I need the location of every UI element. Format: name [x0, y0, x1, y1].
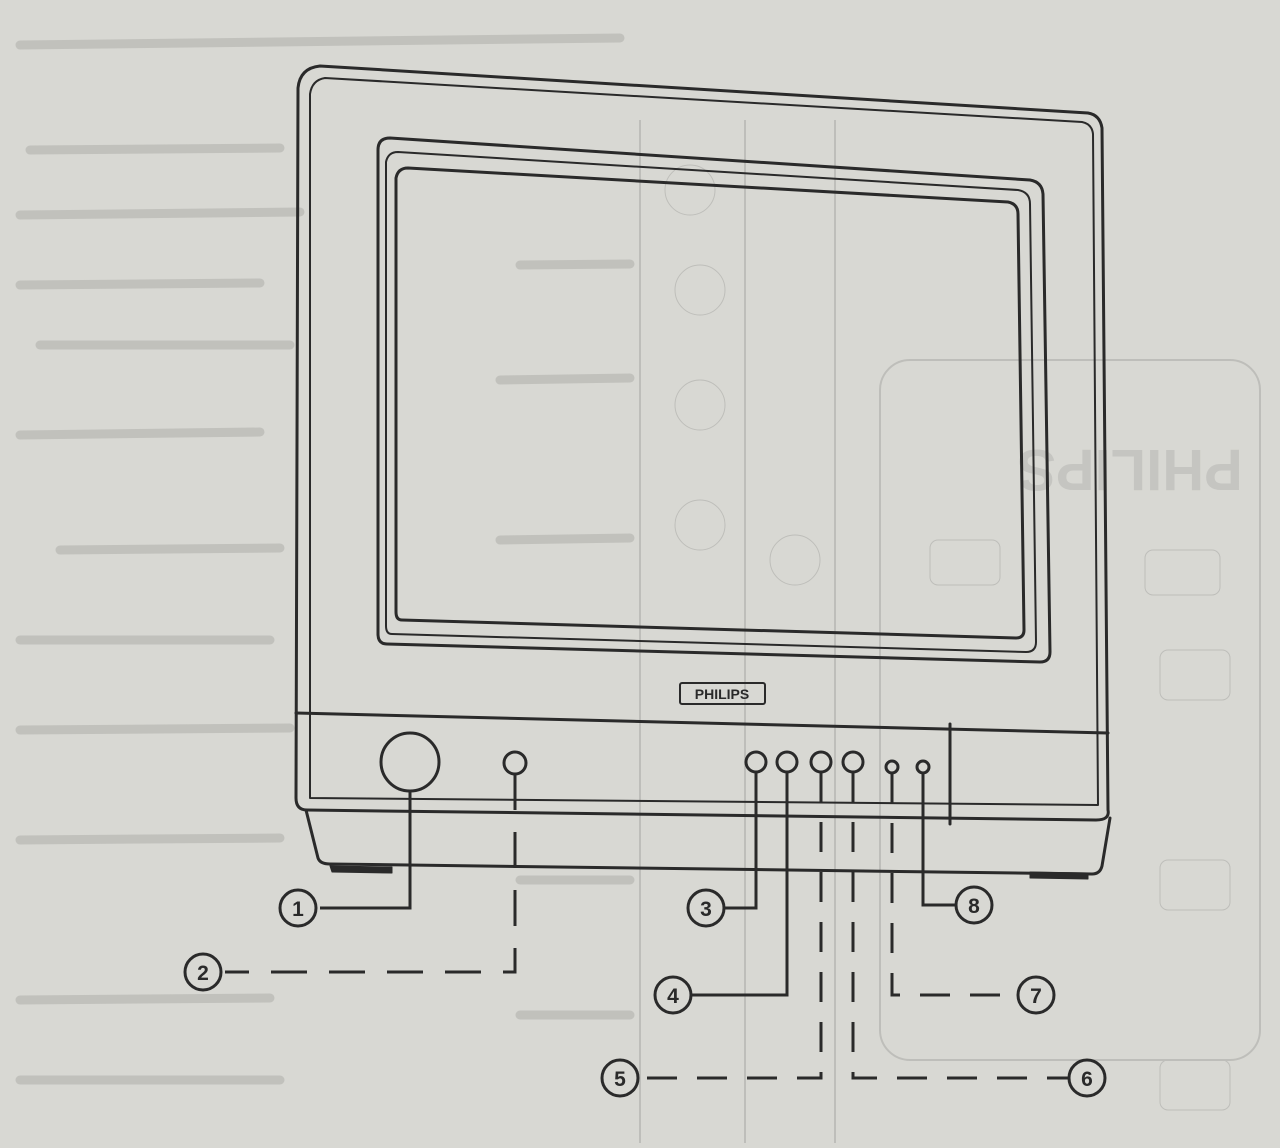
callout-1: 1: [278, 888, 318, 928]
leader-7: [890, 773, 1018, 997]
leader-6: [851, 772, 1068, 1080]
callout-2: 2: [183, 952, 223, 992]
callout-2-number: 2: [197, 962, 209, 985]
leader-lines: [225, 772, 1068, 1080]
leader-3: [725, 772, 758, 910]
right-foot: [1029, 871, 1089, 880]
leader-1: [320, 791, 412, 910]
callout-3-circle: [686, 888, 726, 928]
leader-5: [640, 772, 823, 1080]
callout-4-circle: [653, 975, 693, 1015]
tv-cabinet-inner-edge: [309, 77, 1099, 806]
callout-7: 7: [1016, 975, 1056, 1015]
callout-7-number: 7: [1030, 985, 1042, 1008]
leader-4: [692, 772, 789, 997]
callout-3-number: 3: [700, 898, 712, 921]
screen-bezel-inner: [385, 151, 1037, 653]
screen-bezel-outer: [376, 136, 1052, 664]
callout-7-circle: [1016, 975, 1056, 1015]
leader-8: [921, 773, 955, 907]
callout-1-circle: [278, 888, 318, 928]
callout-4-number: 4: [667, 985, 679, 1008]
callout-2-circle: [183, 952, 223, 992]
front-logo-badge: [679, 682, 766, 705]
callout-5-number: 5: [614, 1068, 626, 1091]
picture-tube-screen: [394, 166, 1026, 640]
callout-4: 4: [653, 975, 693, 1015]
tv-cabinet-outline: [294, 64, 1110, 822]
callout-3: 3: [686, 888, 726, 928]
show-through-lines: [15, 33, 635, 1085]
callout-labels: 1 2 3 4 5 6 7 8: [183, 885, 1107, 1098]
callout-5: 5: [600, 1058, 640, 1098]
callout-6-circle: [1067, 1058, 1107, 1098]
tv-set: [294, 64, 1112, 880]
front-logo-text: PHILIPS: [695, 686, 749, 702]
left-foot: [329, 865, 393, 874]
callout-5-circle: [600, 1058, 640, 1098]
leader-2: [225, 774, 517, 974]
show-through-logo: PHILIPS: [1017, 437, 1243, 502]
callout-8-number: 8: [968, 895, 980, 918]
callout-6: 6: [1067, 1058, 1107, 1098]
callout-6-number: 6: [1081, 1068, 1093, 1091]
callout-8-circle: [954, 885, 994, 925]
tv-base: [304, 808, 1112, 876]
control-panel-top-edge: [294, 711, 1110, 735]
callout-8: 8: [954, 885, 994, 925]
callout-1-number: 1: [292, 898, 304, 921]
